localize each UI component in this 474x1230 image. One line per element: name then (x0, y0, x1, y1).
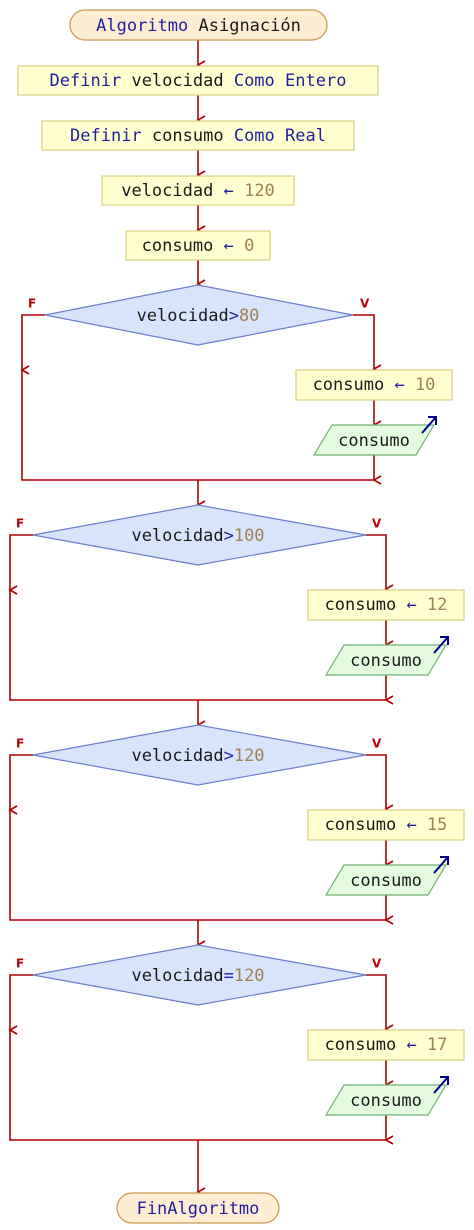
decision-diamond: velocidad>80 (44, 284, 354, 346)
define-var: velocidad (131, 71, 223, 91)
svg-text:Definir consumo Como Real: Definir consumo Como Real (70, 126, 326, 146)
false-branch-label: F (16, 957, 24, 971)
condition-text: velocidad>80 (137, 306, 260, 326)
condition-operator: > (229, 306, 239, 326)
assign-value: 12 (427, 595, 447, 615)
condition-var: velocidad (137, 306, 229, 326)
condition-text: velocidad>100 (131, 526, 264, 546)
assign-text: consumo ← 10 (313, 375, 436, 395)
decision-diamond: velocidad=120 (32, 944, 367, 1006)
condition-var: velocidad (131, 746, 223, 766)
end-keyword: FinAlgoritmo (137, 1199, 260, 1219)
define-type: Real (285, 126, 326, 146)
condition-text: velocidad=120 (131, 966, 264, 986)
assign-arrow-icon: ← (406, 1035, 426, 1055)
condition-var: velocidad (131, 966, 223, 986)
condition-value: 120 (234, 746, 265, 766)
assign-arrow-icon: ← (224, 181, 234, 201)
output-text: consumo (350, 1091, 422, 1111)
assign-value: 120 (244, 181, 275, 201)
true-branch-label: V (360, 297, 370, 311)
condition-operator: = (224, 966, 234, 986)
condition-var: velocidad (131, 526, 223, 546)
algorithm-name: Asignación (199, 16, 301, 36)
assign-consumo-box: consumo ← 12 (307, 589, 465, 621)
output-text: consumo (338, 431, 410, 451)
output-consumo-box: consumo (324, 1076, 449, 1116)
assign-arrow-icon: ← (224, 236, 234, 256)
assign-value: 10 (415, 375, 435, 395)
condition-operator: > (224, 526, 234, 546)
true-branch-label: V (372, 957, 382, 971)
output-consumo-box: consumo (312, 416, 437, 456)
condition-text: velocidad>120 (131, 746, 264, 766)
assign-text: consumo ← 12 (325, 595, 448, 615)
output-text: consumo (350, 651, 422, 671)
como-keyword: Como (234, 71, 275, 91)
false-branch-label: F (16, 517, 24, 531)
define-consumo-box: Definir consumo Como Real (41, 120, 355, 151)
svg-text:Definir velocidad Como Entero: Definir velocidad Como Entero (50, 71, 347, 91)
assign-value: 15 (427, 815, 447, 835)
condition-value: 120 (234, 966, 265, 986)
assign-var: velocidad (121, 181, 213, 201)
assign-arrow-icon: ← (406, 815, 426, 835)
output-arrow-icon (433, 856, 449, 874)
true-branch-label: V (372, 737, 382, 751)
svg-text:velocidad ← 120: velocidad ← 120 (121, 181, 275, 201)
assign-consumo-box: consumo ← 17 (307, 1029, 465, 1061)
assign-arrow-icon: ← (394, 375, 414, 395)
output-text: consumo (350, 871, 422, 891)
assign-consumo-box: consumo ← 15 (307, 809, 465, 841)
assign-var: consumo (325, 1035, 407, 1055)
assign-velocidad-box: velocidad ← 120 (101, 175, 295, 206)
assign-value: 0 (244, 236, 254, 256)
assign-var: consumo (325, 595, 407, 615)
assign-var: consumo (313, 375, 395, 395)
end-terminal: FinAlgoritmo (116, 1192, 280, 1224)
assign-text: consumo ← 17 (325, 1035, 448, 1055)
condition-operator: > (224, 746, 234, 766)
define-var: consumo (152, 126, 224, 146)
false-branch-label: F (16, 737, 24, 751)
define-velocidad-box: Definir velocidad Como Entero (17, 65, 379, 96)
connector-lines (8, 40, 394, 1197)
assign-consumo-box: consumo ← 0 (125, 230, 271, 261)
como-keyword: Como (234, 126, 275, 146)
condition-value: 100 (234, 526, 265, 546)
decision-diamond: velocidad>120 (32, 724, 367, 786)
condition-value: 80 (239, 306, 259, 326)
define-keyword: Definir (70, 126, 142, 146)
false-branch-label: F (28, 297, 36, 311)
svg-text:Algoritmo Asignación: Algoritmo Asignación (96, 16, 301, 36)
start-terminal: Algoritmo Asignación (69, 9, 328, 41)
decision-diamond: velocidad>100 (32, 504, 367, 566)
assign-value: 17 (427, 1035, 447, 1055)
start-keyword: Algoritmo (96, 16, 188, 36)
svg-text:consumo ← 0: consumo ← 0 (142, 236, 255, 256)
output-consumo-box: consumo (324, 856, 449, 896)
assign-consumo-box: consumo ← 10 (295, 369, 453, 401)
assign-arrow-icon: ← (406, 595, 426, 615)
output-arrow-icon (421, 416, 437, 434)
output-consumo-box: consumo (324, 636, 449, 676)
define-type: Entero (285, 71, 346, 91)
output-arrow-icon (433, 1076, 449, 1094)
assign-var: consumo (142, 236, 214, 256)
output-arrow-icon (433, 636, 449, 654)
assign-var: consumo (325, 815, 407, 835)
define-keyword: Definir (50, 71, 122, 91)
assign-text: consumo ← 15 (325, 815, 448, 835)
true-branch-label: V (372, 517, 382, 531)
